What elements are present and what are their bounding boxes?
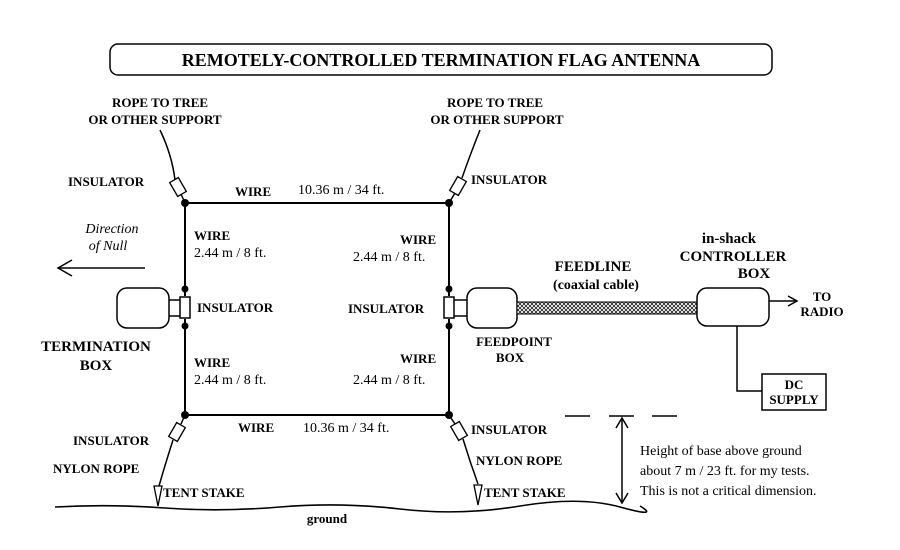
junction-dot <box>181 199 189 207</box>
height-note-3: This is not a critical dimension. <box>640 484 817 499</box>
feedpoint-box <box>466 287 518 329</box>
feedline-label-1: FEEDLINE <box>555 259 632 275</box>
wire-left-upper-label: WIRE <box>194 228 230 243</box>
feedpoint-box-label-1: FEEDPOINT <box>476 334 552 349</box>
dc-supply-cable <box>736 326 762 392</box>
coaxial-feedline <box>516 301 698 315</box>
rope-left-top <box>159 129 176 181</box>
direction-label-1: Direction <box>84 222 138 237</box>
rope-right-label-1: ROPE TO TREE <box>447 95 543 110</box>
nylon-rope-left <box>158 439 174 487</box>
tent-stake-label-right: TENT STAKE <box>484 485 566 500</box>
controller-label-2: CONTROLLER <box>680 249 787 265</box>
wire-left-lower-length: 2.44 m / 8 ft. <box>194 373 266 388</box>
nylon-rope-label-left: NYLON ROPE <box>53 461 139 476</box>
ground-line <box>54 500 648 514</box>
junction-dot <box>445 285 453 293</box>
wire-right-lower-length: 2.44 m / 8 ft. <box>353 373 425 388</box>
wire-left-upper-length: 2.44 m / 8 ft. <box>194 246 266 261</box>
wire-left-lower-label: WIRE <box>194 355 230 370</box>
ground-label: ground <box>307 511 348 526</box>
wire-top-label: WIRE <box>235 184 271 199</box>
controller-label-1: in-shack <box>702 231 757 247</box>
insulator-left <box>179 296 191 319</box>
wire-bottom-length: 10.36 m / 34 ft. <box>303 421 389 436</box>
height-note-2: about 7 m / 23 ft. for my tests. <box>640 464 810 479</box>
termination-box <box>116 287 170 329</box>
feedline-label-2: (coaxial cable) <box>553 278 639 293</box>
controller-box <box>696 287 770 327</box>
rope-left-label-2: OR OTHER SUPPORT <box>88 112 221 127</box>
rope-right-top <box>461 129 481 179</box>
insulator-right <box>443 296 455 319</box>
insulator-label-left: INSULATOR <box>197 300 274 315</box>
to-radio-label-1: TO <box>813 289 832 304</box>
title-box <box>109 43 773 76</box>
termination-box-label-1: TERMINATION <box>41 339 151 355</box>
nylon-rope-right <box>462 438 479 485</box>
junction-dot <box>445 199 453 207</box>
wire-bottom-label: WIRE <box>238 420 274 435</box>
wire-right-upper-length: 2.44 m / 8 ft. <box>353 250 425 265</box>
insulator-label-top-right: INSULATOR <box>471 172 548 187</box>
insulator-bottom-left <box>167 421 187 443</box>
direction-label-2: of Null <box>89 239 128 254</box>
wire-right-lower-label: WIRE <box>400 351 436 366</box>
nylon-rope-label-right: NYLON ROPE <box>476 453 562 468</box>
dc-supply-box <box>761 373 827 411</box>
wire-top-length: 10.36 m / 34 ft. <box>298 183 384 198</box>
junction-dot <box>181 285 189 293</box>
controller-label-3: BOX <box>738 266 771 282</box>
insulator-label-right: INSULATOR <box>348 301 425 316</box>
height-note-1: Height of base above ground <box>640 444 802 459</box>
junction-dot <box>445 322 453 330</box>
insulator-bottom-right <box>449 420 469 442</box>
tent-stake-label-left: TENT STAKE <box>163 485 245 500</box>
tent-stake-right <box>473 484 483 506</box>
tent-stake-left <box>153 485 163 507</box>
rope-right-label-2: OR OTHER SUPPORT <box>430 112 563 127</box>
dc-supply-label-1: DC <box>785 377 804 392</box>
insulator-top-left <box>168 176 188 198</box>
rope-left-label-1: ROPE TO TREE <box>112 95 208 110</box>
insulator-label-top-left: INSULATOR <box>68 174 145 189</box>
dc-supply-label-2: SUPPLY <box>769 392 819 407</box>
wire-right-upper-label: WIRE <box>400 232 436 247</box>
insulator-top-right <box>448 175 468 197</box>
to-radio-label-2: RADIO <box>800 304 843 319</box>
termination-box-label-2: BOX <box>80 358 113 374</box>
insulator-label-bottom-left: INSULATOR <box>73 433 150 448</box>
feedpoint-box-label-2: BOX <box>496 350 525 365</box>
insulator-label-bottom-right: INSULATOR <box>471 422 548 437</box>
diagram-title: REMOTELY-CONTROLLED TERMINATION FLAG ANT… <box>182 50 701 70</box>
junction-dot <box>181 322 189 330</box>
